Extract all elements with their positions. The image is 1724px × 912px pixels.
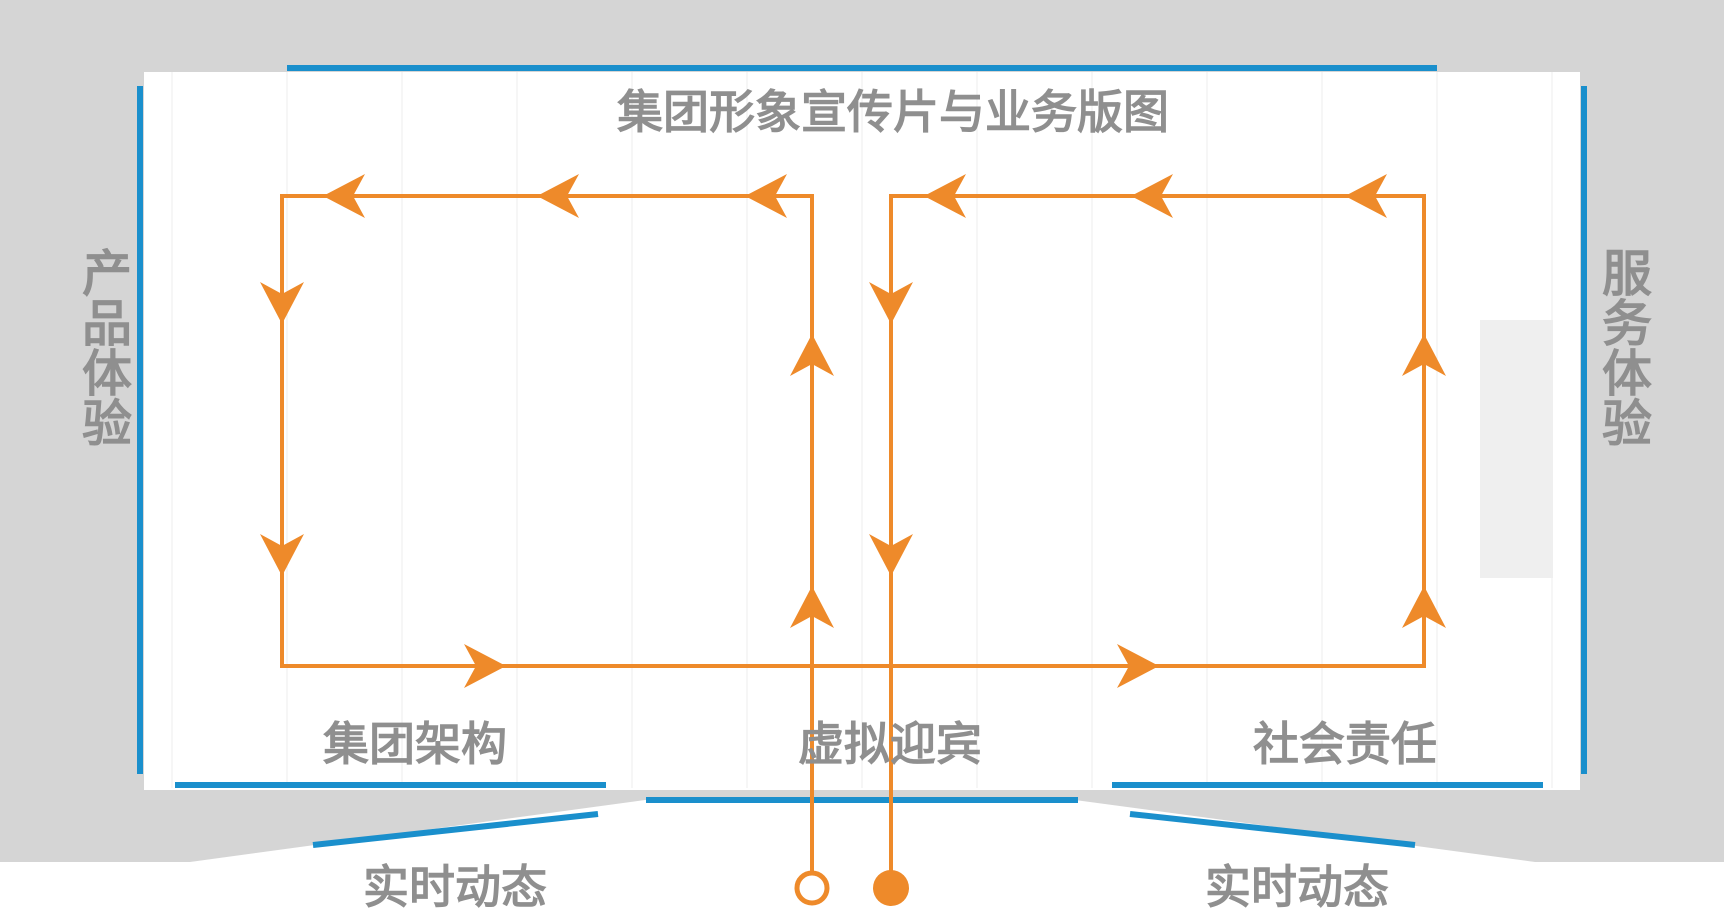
flow-arrow-up (790, 334, 834, 376)
flow-arrow-right (1117, 644, 1159, 688)
display-walls (137, 65, 1587, 848)
right-wall (1580, 72, 1724, 790)
zone-labels: 集团形象宣传片与业务版图 集团架构 虚拟迎宾 社会责任 实时动态 实时动态 产品… (74, 85, 1652, 912)
flow-arrow-left (1131, 174, 1173, 218)
entrance-opening (190, 800, 1535, 862)
flow-arrow-right (464, 644, 506, 688)
flow-arrow-down (260, 534, 304, 576)
bottom-left-zone-label: 集团架构 (322, 717, 507, 771)
flow-arrow-down (869, 282, 913, 324)
flow-arrow-down (869, 534, 913, 576)
flow-arrow-left (537, 174, 579, 218)
top-wall (0, 0, 1724, 72)
display-wall-front-left (312, 811, 599, 848)
flow-arrow-left (1345, 174, 1387, 218)
top-zone-label: 集团形象宣传片与业务版图 (616, 85, 1169, 139)
flow-arrow-up (790, 586, 834, 628)
side-display-panel (1480, 320, 1553, 578)
bottom-right-zone-label: 社会责任 (1253, 717, 1437, 771)
flow-arrow-left (745, 174, 787, 218)
front-left-label: 实时动态 (363, 860, 547, 912)
flow-arrow-left (323, 174, 365, 218)
front-right-label: 实时动态 (1205, 860, 1389, 912)
flow-arrow-up (1402, 586, 1446, 628)
right-path-start-marker (873, 870, 909, 906)
flow-arrows (260, 174, 1446, 688)
left-loop-path (280, 194, 1426, 880)
bottom-center-zone-label: 虚拟迎宾 (798, 717, 982, 771)
floor-grid (171, 72, 1553, 788)
flow-arrow-left (924, 174, 966, 218)
right-zone-label: 服务体验 (1594, 247, 1652, 447)
display-wall-front-right (1129, 811, 1416, 848)
left-zone-label: 产品体验 (74, 247, 132, 447)
left-wall (0, 72, 144, 790)
flow-arrow-down (260, 282, 304, 324)
flow-arrow-up (1402, 334, 1446, 376)
left-path-start-marker (794, 870, 830, 906)
flow-path (280, 194, 1426, 880)
